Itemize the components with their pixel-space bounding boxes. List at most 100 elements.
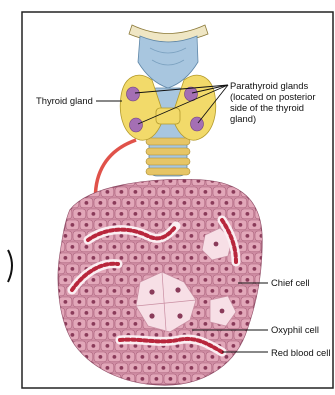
chief-cell-nucleus — [99, 311, 103, 315]
chief-cell-label: Chief cell — [271, 277, 310, 288]
chief-cell-nucleus — [148, 256, 152, 260]
chief-cell-nucleus — [204, 212, 208, 216]
parathyroid-glands-label: Parathyroid glands (located on posterior… — [230, 80, 318, 124]
chief-cell-nucleus — [155, 245, 159, 249]
chief-cell-nucleus — [274, 366, 278, 370]
chief-cell — [59, 187, 72, 197]
chief-cell-nucleus — [204, 322, 208, 326]
chief-cell-nucleus — [64, 278, 68, 282]
chief-cell-nucleus — [225, 355, 229, 359]
chief-cell-nucleus — [260, 256, 264, 260]
chief-cell — [255, 363, 268, 373]
chief-cell-nucleus — [78, 256, 82, 260]
chief-cell — [52, 198, 65, 208]
oxyphil-cell-label: Oxyphil cell — [271, 324, 319, 335]
chief-cell-nucleus — [211, 267, 215, 271]
chief-cell — [227, 363, 240, 373]
chief-cell — [241, 187, 254, 197]
chief-cell-nucleus — [176, 190, 180, 194]
chief-cell-nucleus — [113, 245, 117, 249]
chief-cell-nucleus — [85, 179, 89, 183]
chief-cell-nucleus — [253, 223, 257, 227]
chief-cell-nucleus — [183, 245, 187, 249]
chief-cell-nucleus — [274, 234, 278, 238]
chief-cell-nucleus — [211, 223, 215, 227]
chief-cell-nucleus — [99, 377, 103, 381]
chief-cell-nucleus — [85, 289, 89, 293]
thyroid-gland-label: Thyroid gland — [36, 95, 93, 106]
chief-cell-nucleus — [190, 212, 194, 216]
chief-cell — [241, 341, 254, 351]
chief-cell-nucleus — [92, 278, 96, 282]
chief-cell-nucleus — [239, 179, 243, 183]
chief-cell-nucleus — [239, 223, 243, 227]
chief-cell — [234, 374, 247, 384]
chief-cell-nucleus — [260, 278, 264, 282]
chief-cell-nucleus — [85, 201, 89, 205]
chief-cell-nucleus — [134, 212, 138, 216]
chief-cell-nucleus — [120, 344, 124, 348]
chief-cell — [94, 374, 107, 384]
chief-cell-nucleus — [183, 355, 187, 359]
chief-cell-nucleus — [64, 190, 68, 194]
chief-cell-nucleus — [183, 223, 187, 227]
chief-cell-nucleus — [204, 278, 208, 282]
chief-cell-nucleus — [197, 355, 201, 359]
chief-cell — [52, 242, 65, 252]
chief-cell-nucleus — [92, 322, 96, 326]
chief-cell-nucleus — [106, 256, 110, 260]
chief-cell-nucleus — [246, 366, 250, 370]
chief-cell-nucleus — [190, 344, 194, 348]
chief-cell-nucleus — [126, 201, 130, 205]
chief-cell-nucleus — [57, 333, 61, 337]
chief-cell-nucleus — [141, 355, 145, 359]
chief-cell — [255, 341, 268, 351]
chief-cell-nucleus — [141, 267, 145, 271]
chief-cell-nucleus — [126, 355, 130, 359]
chief-cell — [52, 330, 65, 340]
chief-cell-nucleus — [113, 201, 117, 205]
chief-cell-nucleus — [92, 366, 96, 370]
chief-cell-nucleus — [92, 344, 96, 348]
chief-cell-nucleus — [239, 377, 243, 381]
chief-cell-nucleus — [71, 377, 75, 381]
chief-cell — [52, 176, 65, 186]
chief-cell-nucleus — [267, 311, 271, 315]
chief-cell — [262, 308, 275, 318]
chief-cell — [234, 352, 247, 362]
chief-cell-nucleus — [120, 300, 124, 304]
chief-cell-nucleus — [239, 201, 243, 205]
chief-cell-nucleus — [99, 223, 103, 227]
chief-cell-nucleus — [246, 344, 250, 348]
chief-cell-nucleus — [225, 179, 229, 183]
chief-cell-nucleus — [78, 234, 82, 238]
chief-cell-nucleus — [57, 201, 61, 205]
chief-cell — [52, 374, 65, 384]
chief-cell — [66, 352, 79, 362]
chief-cell-nucleus — [64, 212, 68, 216]
chief-cell — [262, 374, 275, 384]
chief-cell-nucleus — [204, 300, 208, 304]
chief-cell-nucleus — [155, 179, 159, 183]
chief-cell-nucleus — [99, 201, 103, 205]
chief-cell — [269, 253, 282, 263]
red-blood-cell-label: Red blood cell — [271, 347, 330, 358]
chief-cell-nucleus — [134, 322, 138, 326]
chief-cell-nucleus — [211, 333, 215, 337]
chief-cell-nucleus — [204, 366, 208, 370]
chief-cell-nucleus — [246, 190, 250, 194]
chief-cell-nucleus — [239, 333, 243, 337]
chief-cell — [66, 176, 79, 186]
chief-cell — [262, 176, 275, 186]
chief-cell-nucleus — [134, 344, 138, 348]
chief-cell — [73, 187, 86, 197]
chief-cell-nucleus — [113, 355, 117, 359]
chief-cell — [87, 363, 100, 373]
chief-cell-nucleus — [190, 366, 194, 370]
chief-cell-nucleus — [85, 377, 89, 381]
chief-cell-nucleus — [141, 201, 145, 205]
chief-cell-nucleus — [155, 377, 159, 381]
chief-cell-nucleus — [85, 223, 89, 227]
chief-cell-nucleus — [232, 344, 236, 348]
chief-cell-nucleus — [64, 234, 68, 238]
